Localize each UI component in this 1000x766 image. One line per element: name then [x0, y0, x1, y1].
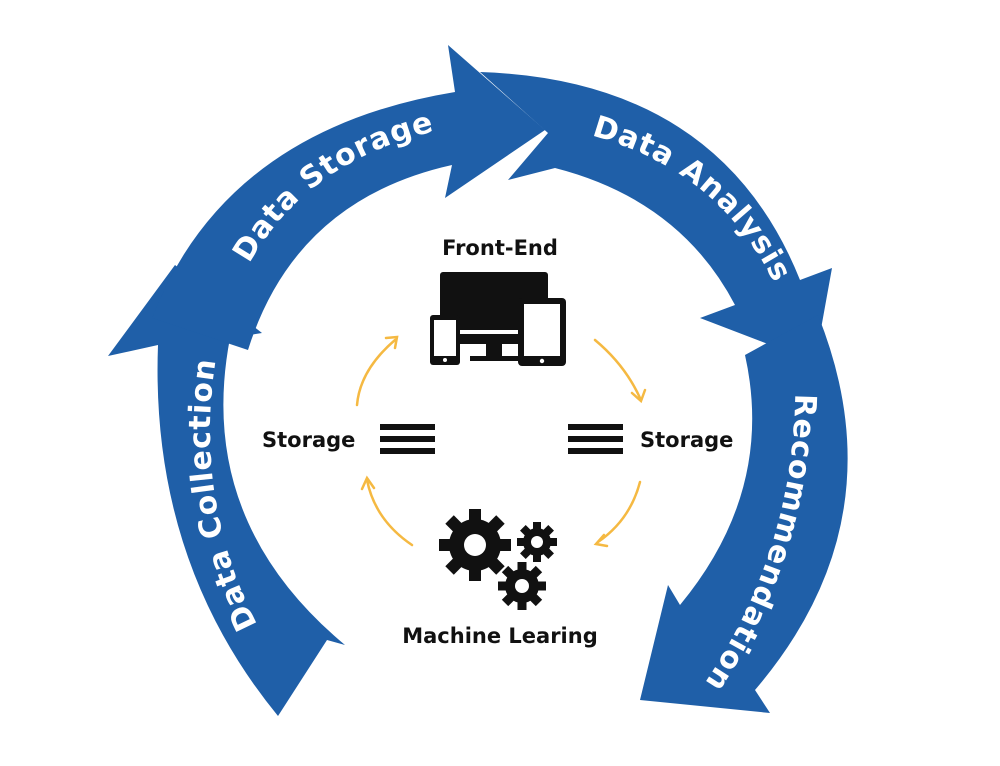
inner-arrow-to-machine-learning — [596, 480, 642, 544]
storage-left-label: Storage — [262, 428, 355, 452]
inner-arrow-to-front-end — [355, 338, 397, 407]
cycle-arrow-data-collection — [108, 265, 345, 716]
inner-arrow-to-storage-right — [593, 338, 642, 400]
gears-icon — [439, 509, 557, 610]
inner-arrow-to-storage-left — [365, 478, 414, 547]
machine-learning-label: Machine Learing — [402, 624, 598, 648]
cycle-arrow-data-analysis — [480, 72, 832, 362]
devices-icon — [430, 272, 566, 366]
front-end-label: Front-End — [442, 236, 558, 260]
inner-cycle-arrows — [355, 335, 647, 548]
cycle-arrow-data-storage — [152, 45, 545, 350]
storage-lines-icon-left — [380, 424, 435, 454]
storage-lines-icon-right — [568, 424, 623, 454]
storage-right-label: Storage — [640, 428, 733, 452]
cycle-arrow-recommendations — [640, 315, 848, 713]
